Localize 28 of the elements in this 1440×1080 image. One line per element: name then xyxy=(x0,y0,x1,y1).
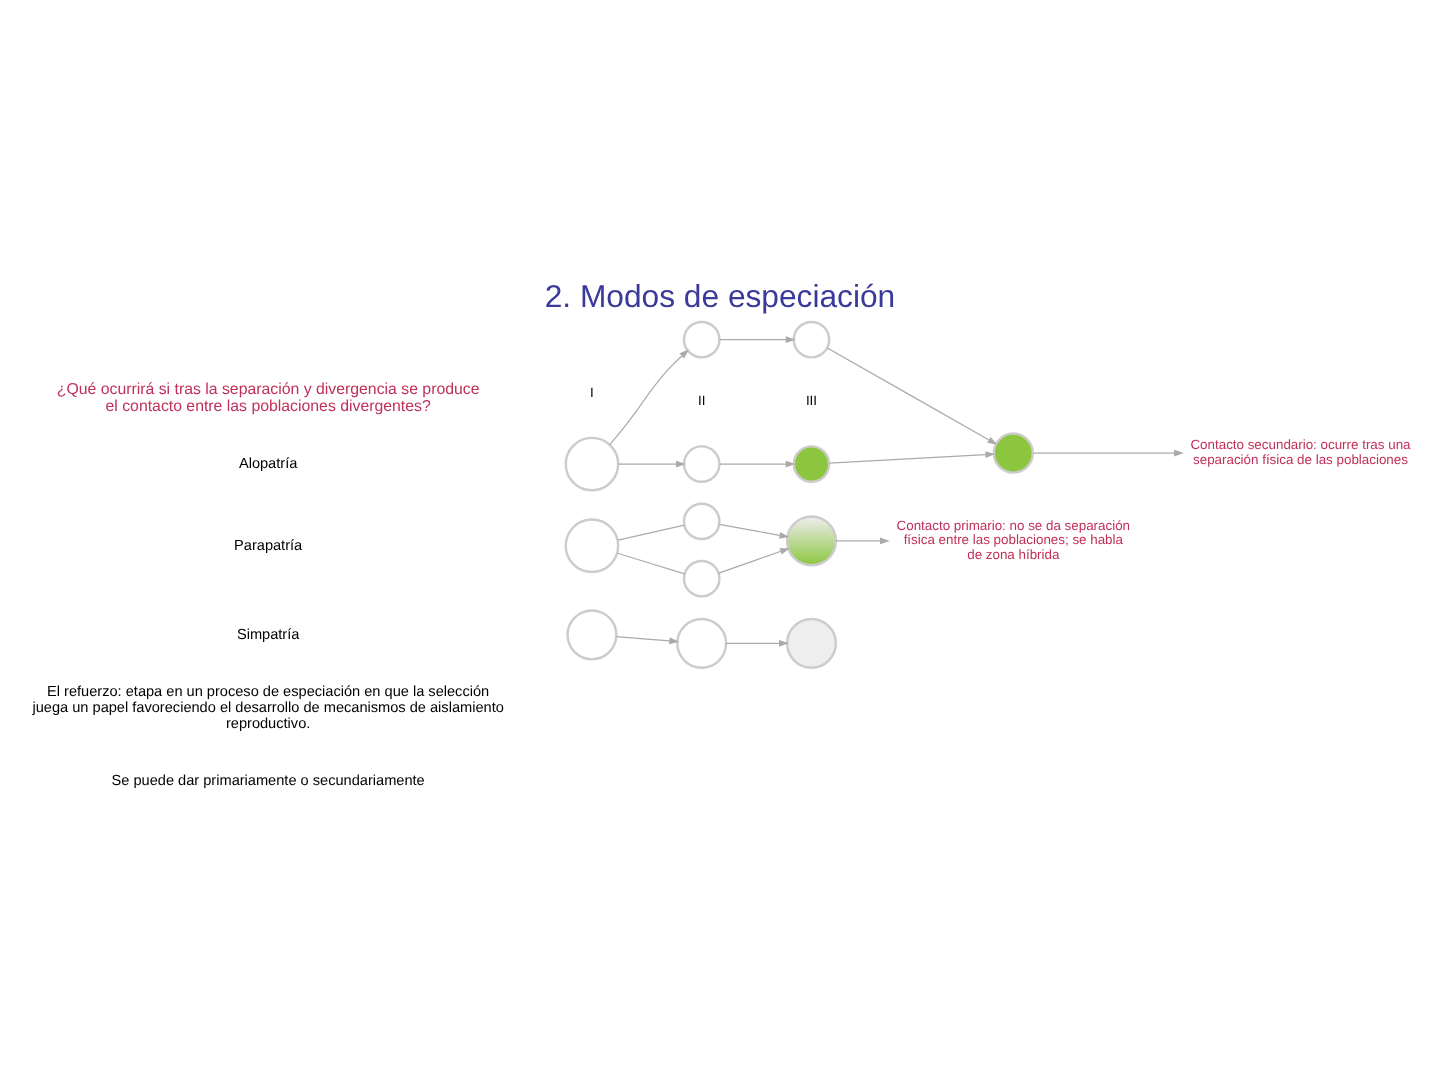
node-circle xyxy=(566,609,618,661)
arrow xyxy=(618,460,686,468)
arrow xyxy=(718,548,790,574)
arrow xyxy=(835,537,890,545)
arrow xyxy=(1032,449,1184,457)
connector xyxy=(617,524,685,541)
arrow xyxy=(725,639,789,647)
node-circle xyxy=(682,502,721,541)
diagram-title: 2. Modos de especiación xyxy=(544,281,896,316)
connector xyxy=(616,552,686,575)
node-circle xyxy=(785,617,838,669)
arrow xyxy=(609,349,690,446)
node-circle xyxy=(785,515,838,567)
arrow xyxy=(718,523,790,539)
arrow xyxy=(719,460,796,468)
arrow xyxy=(719,336,796,344)
arrow xyxy=(826,347,998,445)
node-circle xyxy=(792,320,831,359)
node-circle xyxy=(682,445,721,483)
node-circle xyxy=(792,445,831,483)
node-circle xyxy=(676,617,728,669)
arrow xyxy=(828,451,996,464)
node-circle xyxy=(564,436,620,492)
node-circle xyxy=(564,518,620,574)
node-circle xyxy=(992,432,1035,474)
arrow xyxy=(615,636,680,645)
node-circle xyxy=(682,320,721,359)
node-circle xyxy=(682,559,721,598)
